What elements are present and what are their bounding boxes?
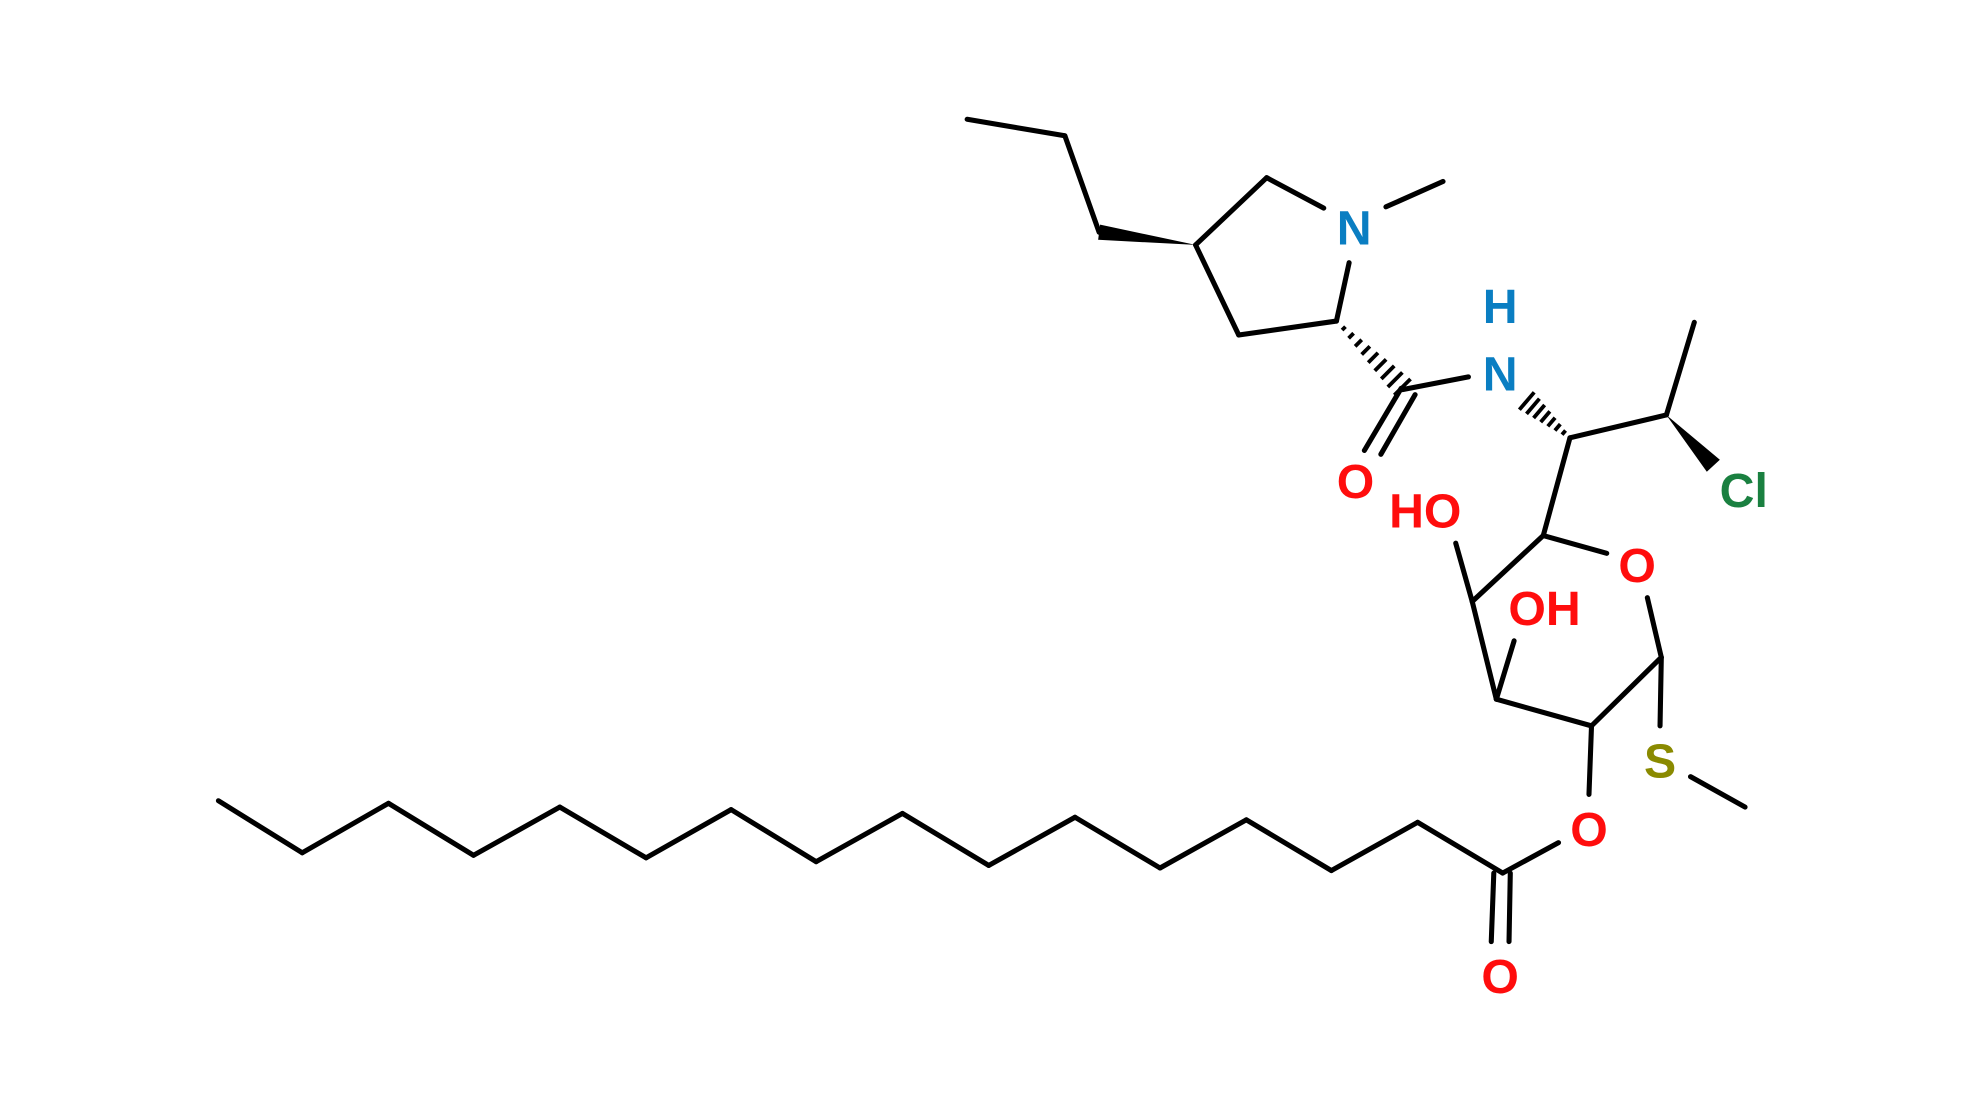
amide-hashed-bond: [1360, 344, 1372, 356]
chain-bond: [1157, 817, 1249, 871]
bond: [1586, 723, 1595, 797]
bond: [1264, 175, 1327, 211]
bond: [1540, 435, 1573, 539]
chain-bond: [1415, 819, 1506, 876]
amide-hashed-bond: [1347, 331, 1355, 340]
bond: [1193, 175, 1270, 248]
amide-hashed-bond: [1373, 358, 1388, 373]
chain-bond: [385, 800, 477, 858]
atom-ester-o: O: [1570, 803, 1608, 857]
bond: [1663, 319, 1697, 418]
bond: [1193, 242, 1242, 338]
nh-hashed-bond: [1567, 435, 1573, 441]
bond: [1469, 532, 1546, 605]
bond: [1687, 774, 1748, 810]
bond: [1062, 133, 1102, 235]
bond: [1506, 870, 1513, 945]
bond: [1469, 598, 1499, 702]
chain-bond: [1243, 817, 1334, 874]
bond: [1399, 374, 1471, 393]
bonds: [215, 116, 1748, 945]
atom-carbonyl-o: O: [1481, 950, 1519, 1004]
bond: [1361, 385, 1404, 454]
nh-hashed-bond: [1525, 397, 1541, 416]
atom-ho: HO: [1389, 484, 1461, 538]
chain-bond: [728, 807, 819, 865]
atom-amide-o: O: [1337, 455, 1375, 509]
chain-bond: [557, 804, 649, 861]
bond: [1236, 318, 1339, 338]
bond: [1567, 412, 1669, 441]
amide-hashed-bond: [1334, 318, 1339, 324]
atom-labels: N H N O HO OH O Cl S O O: [1337, 201, 1768, 1004]
nh-hashed-bond: [1539, 410, 1552, 424]
nh-hashed-bond: [1560, 429, 1567, 436]
atom-nh-n: N: [1483, 347, 1518, 401]
chain-bond: [899, 810, 992, 869]
chain-bond: [643, 807, 734, 861]
atom-cl: Cl: [1720, 464, 1768, 518]
amide-hashed-bond: [1393, 377, 1412, 397]
nh-hashed-bond: [1546, 416, 1557, 428]
atom-n-ring: N: [1337, 201, 1372, 255]
amide-hashed-bond: [1379, 364, 1396, 381]
amide-hashed-bond: [1340, 325, 1347, 332]
chain-bond: [1328, 819, 1421, 874]
chain-bond: [986, 814, 1078, 869]
atom-s: S: [1644, 734, 1676, 788]
atom-nh-h: H: [1483, 280, 1518, 334]
bond: [1378, 392, 1418, 457]
bond: [1493, 696, 1595, 729]
bond: [1540, 532, 1610, 556]
nh-hashed-bond: [1553, 422, 1562, 432]
chain-bond: [470, 804, 563, 858]
bond: [964, 116, 1068, 139]
chain-bond: [1072, 814, 1163, 871]
bond: [1333, 260, 1352, 324]
bond: [1383, 178, 1446, 210]
bond: [1500, 840, 1562, 876]
nh-hashed-bond: [1517, 391, 1536, 411]
nh-hashed-bond: [1532, 403, 1547, 420]
atom-oh: OH: [1508, 582, 1580, 636]
amide-hashed-bond: [1366, 351, 1380, 364]
bond: [1657, 654, 1664, 729]
bond: [1588, 654, 1664, 729]
amide-hashed-bond: [1386, 371, 1404, 389]
bond: [1644, 595, 1664, 660]
amide-hashed-bond: [1353, 338, 1364, 348]
bond: [1453, 540, 1475, 605]
propyl-wedge-bond: [1098, 224, 1196, 245]
chain-bond: [299, 800, 392, 856]
bond: [1493, 638, 1517, 702]
chain-bond: [813, 810, 905, 865]
chloro-wedge-bond: [1666, 414, 1720, 472]
bond: [1488, 870, 1497, 945]
atom-ring-o: O: [1618, 539, 1656, 593]
chain-bond: [215, 798, 305, 856]
